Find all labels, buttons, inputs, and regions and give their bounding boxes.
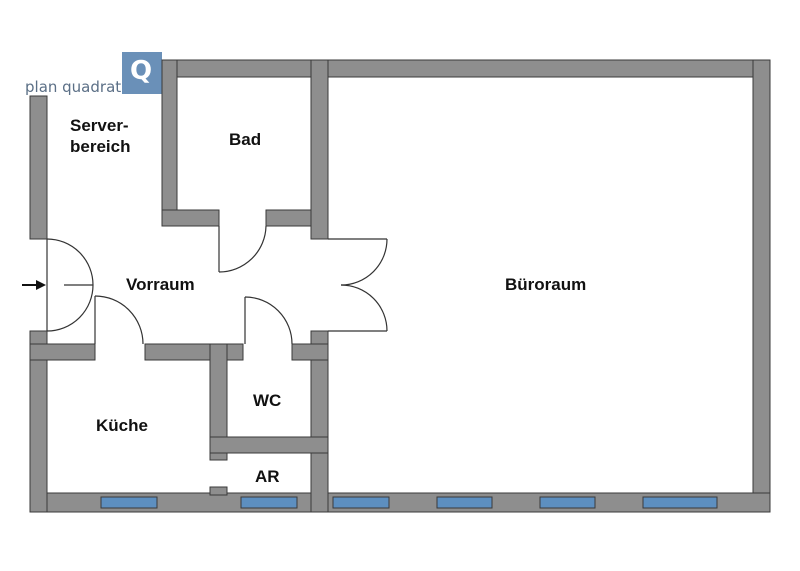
wall-kitchen-top-right bbox=[144, 343, 244, 361]
window-buero-4 bbox=[642, 496, 718, 509]
door-entrance bbox=[46, 238, 94, 332]
wall-top bbox=[161, 59, 771, 78]
wall-bath-bottom-left bbox=[161, 209, 220, 227]
door-buero bbox=[328, 238, 388, 332]
wall-partition-upper bbox=[310, 59, 329, 240]
window-buero-1 bbox=[332, 496, 390, 509]
room-labels: Server- bereich Bad Vorraum Büroraum WC … bbox=[70, 116, 586, 486]
window-kitchen bbox=[100, 496, 158, 509]
doors bbox=[46, 225, 388, 345]
entrance-arrow-icon bbox=[22, 280, 46, 290]
wall-bath-left bbox=[161, 59, 178, 227]
logo-mark-box bbox=[122, 52, 162, 94]
label-serverbereich-line2: bereich bbox=[70, 137, 130, 156]
window-buero-2 bbox=[436, 496, 493, 509]
door-wc bbox=[244, 296, 293, 345]
wall-wc-top bbox=[291, 343, 329, 361]
logo-mark-letter: Q bbox=[130, 56, 152, 86]
wall-kitchen-top-left bbox=[29, 343, 96, 361]
label-vorraum: Vorraum bbox=[126, 275, 195, 294]
logo: Q plan quadrat bbox=[25, 52, 162, 96]
wall-wc-bottom bbox=[209, 436, 329, 454]
label-bueroraum: Büroraum bbox=[505, 275, 586, 294]
label-serverbereich-line1: Server- bbox=[70, 116, 129, 135]
window-ar bbox=[240, 496, 298, 509]
label-wc: WC bbox=[253, 391, 281, 410]
label-kueche: Küche bbox=[96, 416, 148, 435]
label-serverbereich: Server- bereich bbox=[70, 116, 133, 156]
windows bbox=[100, 496, 718, 509]
wall-partition-lower bbox=[310, 330, 329, 513]
wall-ar-stub bbox=[209, 486, 228, 496]
wall-left-upper bbox=[29, 95, 48, 240]
label-bad: Bad bbox=[229, 130, 261, 149]
door-kitchen bbox=[94, 295, 144, 345]
label-ar: AR bbox=[255, 467, 280, 486]
wall-right bbox=[752, 59, 771, 513]
logo-text: plan quadrat bbox=[25, 78, 121, 96]
door-bath bbox=[218, 225, 267, 273]
window-buero-3 bbox=[539, 496, 596, 509]
wall-left-lower bbox=[29, 330, 48, 513]
wall-kitchen-wc bbox=[209, 343, 228, 461]
